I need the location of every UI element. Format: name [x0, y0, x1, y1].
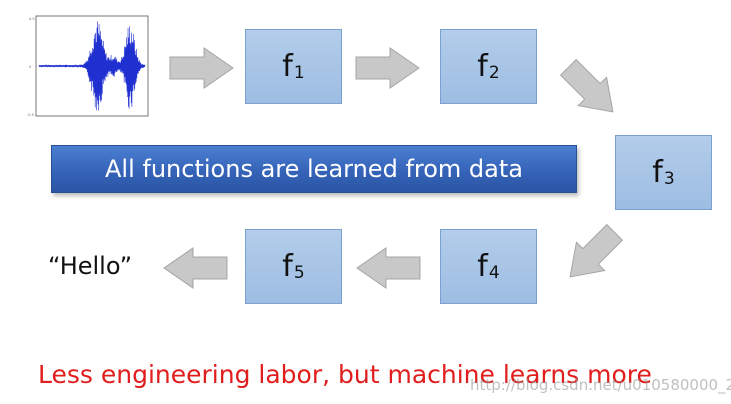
watermark: http://blog.csdn.net/u010580000_2001 [470, 376, 731, 394]
y-tick: -0.5 [27, 113, 34, 117]
function-name: f [282, 249, 293, 284]
function-subscript: 4 [488, 262, 500, 283]
audio-waveform-plot: 0.5 0 -0.5 [27, 15, 149, 117]
function-subscript: 2 [488, 62, 500, 83]
right-arrow-icon [355, 47, 420, 89]
function-name: f [477, 249, 488, 284]
output-text: “Hello” [48, 252, 133, 280]
function-name: f [652, 155, 663, 190]
down-right-arrow-icon [559, 58, 614, 113]
function-name: f [282, 49, 293, 84]
function-name: f [477, 49, 488, 84]
down-left-arrow-icon [569, 223, 624, 278]
y-tick: 0 [29, 65, 31, 69]
function-subscript: 3 [663, 168, 675, 189]
function-subscript: 5 [293, 262, 305, 283]
function-subscript: 1 [293, 62, 305, 83]
waveform-signal [38, 21, 146, 111]
y-tick: 0.5 [29, 17, 35, 21]
left-arrow-icon [356, 247, 421, 289]
right-arrow-icon [169, 47, 234, 89]
waveform-trace [38, 21, 146, 111]
footer-caption: Less engineering labor, but machine lear… [38, 360, 652, 389]
learned-from-data-banner: All functions are learned from data [51, 145, 577, 193]
left-arrow-icon [163, 247, 228, 289]
